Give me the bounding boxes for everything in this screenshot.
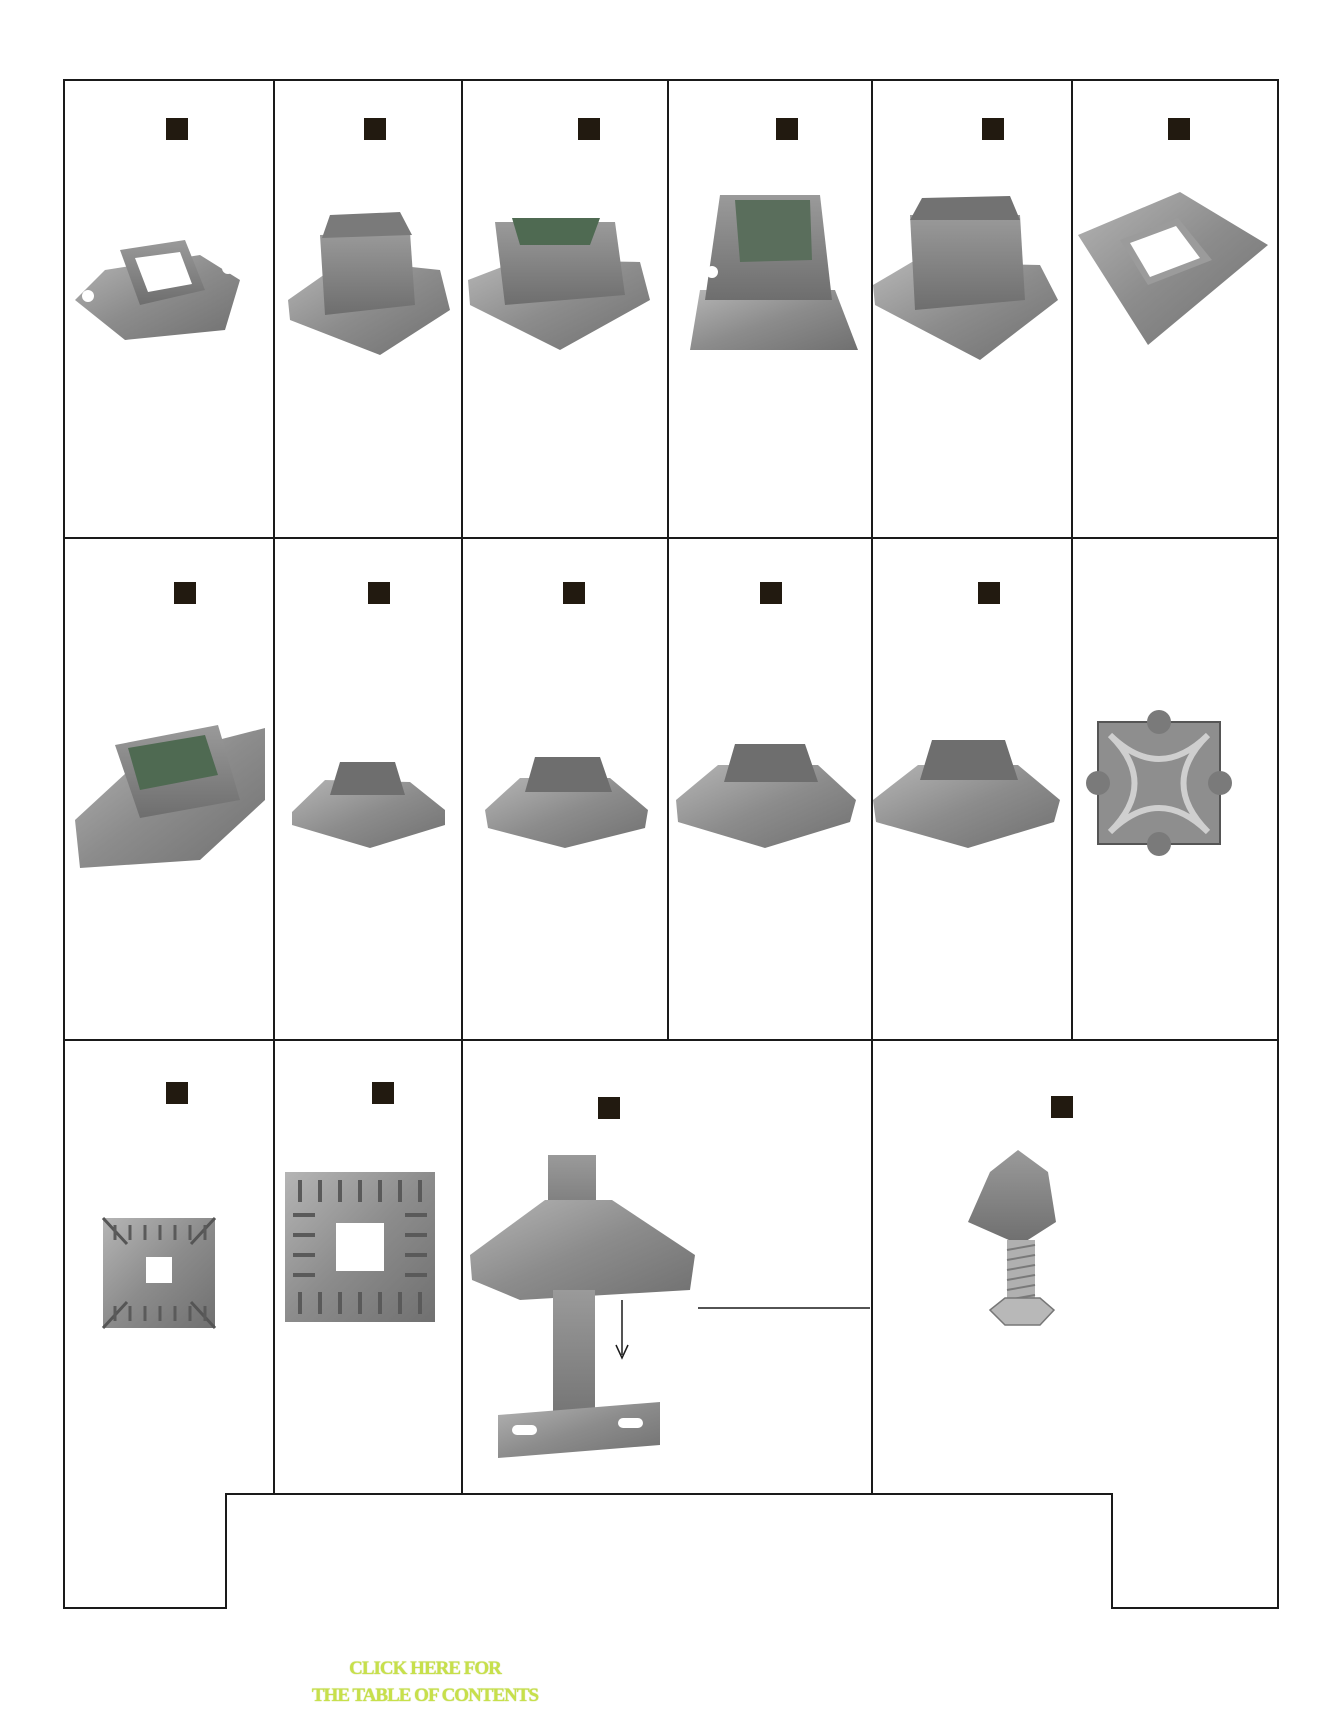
- item-marker: [598, 1097, 620, 1119]
- item-marker: [372, 1082, 394, 1104]
- pyramid-collar-icon-2: [676, 744, 856, 848]
- item-marker: [578, 118, 600, 140]
- stepped-shoe-icon: [75, 725, 265, 868]
- square-flange-icon-2: [873, 196, 1058, 360]
- pyramid-collar-icon-3: [873, 740, 1060, 848]
- table-of-contents-link[interactable]: CLICK HERE FOR THE TABLE OF CONTENTS: [280, 1655, 570, 1709]
- item-marker: [174, 582, 196, 604]
- item-marker: [1051, 1096, 1073, 1118]
- fluted-washer-icon: [101, 1216, 217, 1330]
- item-marker: [1168, 118, 1190, 140]
- square-flange-icon: [288, 212, 450, 355]
- ribbed-base-plate-icon: [690, 195, 858, 350]
- eared-square-flange-icon: [75, 240, 240, 340]
- item-marker: [166, 118, 188, 140]
- item-marker: [368, 582, 390, 604]
- item-marker: [364, 118, 386, 140]
- small-pyramid-collar-icon: [292, 762, 445, 848]
- tall-square-base-icon: [468, 218, 650, 350]
- item-marker: [760, 582, 782, 604]
- toc-link-line1: CLICK HERE FOR: [349, 1658, 502, 1679]
- item-marker: [776, 118, 798, 140]
- item-marker: [978, 582, 1000, 604]
- leveler-bolt-icon: [968, 1150, 1056, 1326]
- flat-plate-icon: [1078, 192, 1268, 345]
- post-mount-base-icon: [470, 1155, 695, 1458]
- fluted-washer-icon-2: [285, 1172, 435, 1322]
- toc-link-line2: THE TABLE OF CONTENTS: [311, 1685, 539, 1706]
- pyramid-collar-icon: [485, 757, 648, 848]
- item-marker: [563, 582, 585, 604]
- ornamental-plate-icon: [1086, 710, 1232, 856]
- item-marker: [982, 118, 1004, 140]
- item-marker: [166, 1082, 188, 1104]
